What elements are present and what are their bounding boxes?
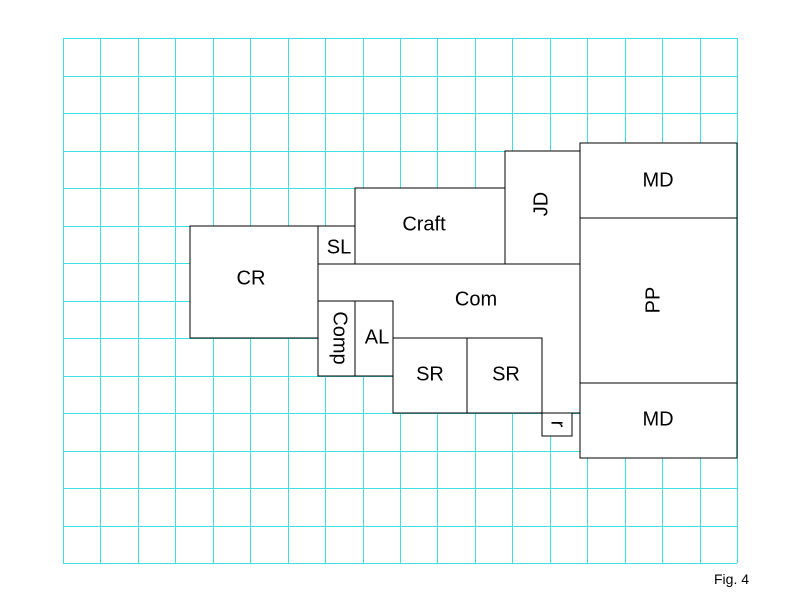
- label-jd: JD: [530, 192, 552, 216]
- room-sr-left: [392, 337, 468, 414]
- room-sl: [317, 225, 356, 265]
- label-sr-right: SR: [492, 363, 520, 385]
- room-md-top: [579, 142, 738, 219]
- label-craft: Craft: [402, 213, 446, 235]
- label-comp: Comp: [329, 311, 351, 364]
- room-md-bottom: [579, 382, 738, 459]
- label-pp: PP: [642, 287, 664, 314]
- label-sr-left: SR: [416, 363, 444, 385]
- label-al: AL: [365, 326, 389, 348]
- label-com: Com: [455, 288, 497, 310]
- label-r: r: [547, 421, 569, 428]
- room-cr: [189, 225, 319, 339]
- room-r: [541, 412, 573, 437]
- rooms: [189, 142, 738, 459]
- figure-caption: Fig. 4: [714, 571, 750, 587]
- label-md-bottom: MD: [642, 408, 673, 430]
- room-al: [354, 300, 394, 377]
- room-pp: [579, 217, 738, 384]
- room-labels: CR SL Craft JD MD Com PP Comp AL SR SR r…: [237, 169, 674, 430]
- label-sl: SL: [327, 236, 351, 258]
- room-sr-right: [466, 337, 543, 414]
- room-comp: [317, 300, 356, 377]
- label-cr: CR: [237, 267, 266, 289]
- label-md-top: MD: [642, 169, 673, 191]
